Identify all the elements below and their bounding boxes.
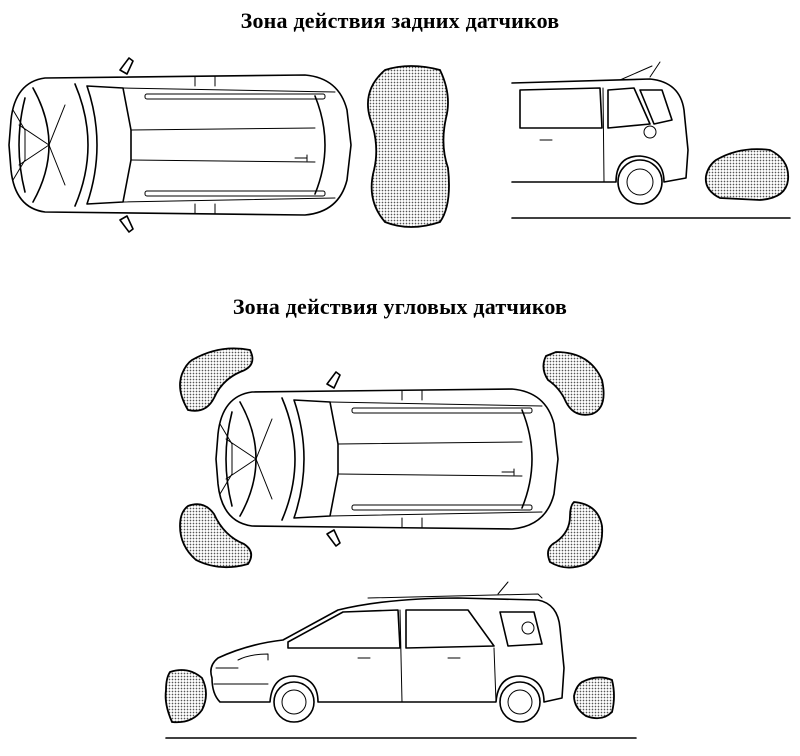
corner-sensor-zone-side-front (164, 669, 207, 724)
corner-sensor-zone-rear-right (547, 501, 604, 569)
corner-side-view-car (165, 581, 637, 739)
rear-sensor-zone-side (704, 148, 790, 201)
rear-sensors-title: Зона действия задних датчиков (240, 8, 560, 33)
corner-sensor-zone-rear-left (179, 503, 253, 569)
rear-side-view-car (511, 61, 791, 219)
corner-sensor-zone-side-rear (573, 676, 615, 720)
corner-sensor-zone-front-left (179, 347, 254, 412)
corner-sensor-zone-front-right (542, 351, 605, 416)
corner-top-view-car (215, 371, 559, 547)
rear-sensor-zone-top (367, 65, 450, 228)
corner-sensors-title: Зона действия угловых датчиков (232, 294, 568, 319)
rear-top-view-car (8, 57, 352, 233)
